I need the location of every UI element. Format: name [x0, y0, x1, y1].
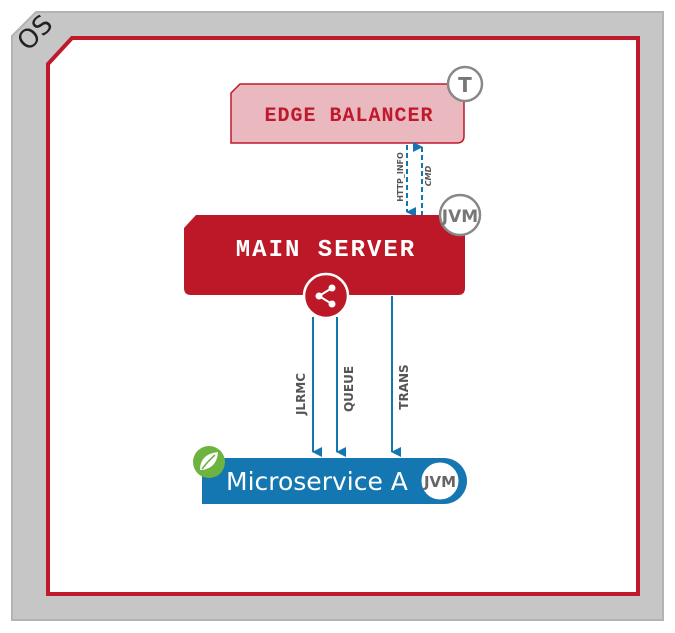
jvm-badge-micro: JVM	[420, 461, 460, 501]
jlrmc-label: JLRMC	[294, 373, 308, 416]
edge-balancer-label: EDGE BALANCER	[264, 105, 433, 128]
jvm-badge-main-label: JVM	[441, 207, 478, 227]
main-server-node[interactable]: MAIN SERVER	[184, 215, 465, 295]
thread-badge: T	[446, 65, 484, 103]
spring-leaf-icon	[193, 446, 225, 478]
main-server-label: MAIN SERVER	[236, 237, 416, 264]
http-info-label: HTTP_INFO	[396, 152, 405, 202]
microservice-a-node[interactable]: Microservice A	[202, 458, 467, 504]
microservice-a-label: Microservice A	[226, 467, 408, 496]
edge-balancer-node[interactable]: EDGE BALANCER	[230, 83, 465, 144]
queue-label: QUEUE	[342, 366, 356, 412]
cmd-label: CMD	[424, 165, 433, 186]
share-icon	[302, 272, 350, 320]
thread-badge-label: T	[458, 73, 472, 97]
trans-label: TRANS	[397, 364, 411, 409]
jvm-badge-micro-label: JVM	[423, 473, 456, 491]
jvm-badge-main: JVM	[438, 193, 482, 237]
